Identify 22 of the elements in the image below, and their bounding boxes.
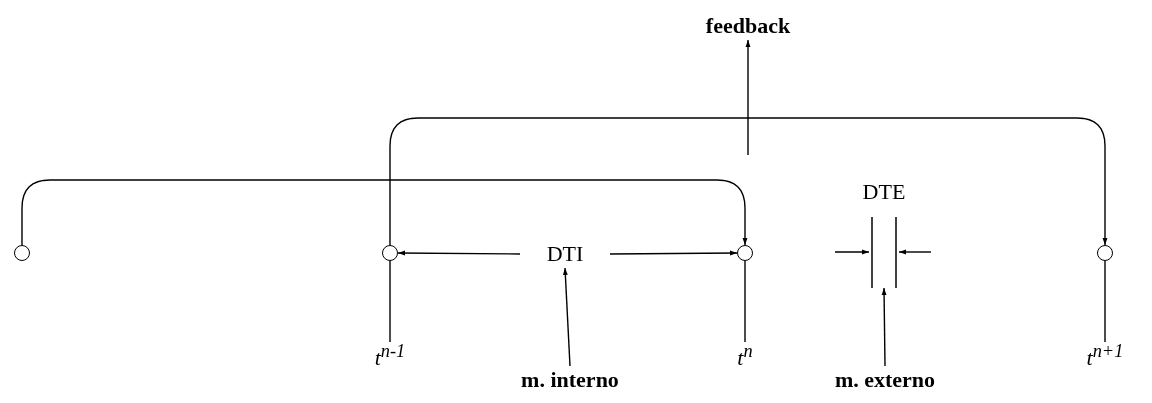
connector-line xyxy=(389,260,391,343)
arrow xyxy=(389,117,1108,246)
time-point-circle xyxy=(1097,245,1113,261)
time-point-circle xyxy=(382,245,398,261)
term-label: DTI xyxy=(546,243,584,265)
arrow xyxy=(609,250,738,256)
time-label: t$^{n}$ xyxy=(737,342,753,370)
term-label: DTE xyxy=(862,181,906,203)
connector-line xyxy=(744,260,746,343)
arrow xyxy=(881,287,887,367)
arrow xyxy=(397,250,521,256)
connector-line xyxy=(1104,260,1106,343)
arrow xyxy=(21,179,748,246)
time-point-circle xyxy=(14,245,30,261)
arrow xyxy=(562,267,571,367)
time-point-circle xyxy=(737,245,753,261)
feedback-label: feedback xyxy=(705,15,791,37)
time-label: t$^{n+1}$ xyxy=(1086,342,1124,370)
time-label: t$^{n-1}$ xyxy=(374,342,406,370)
term-label: m. externo xyxy=(834,369,936,391)
arrow xyxy=(745,39,751,156)
term-label: m. interno xyxy=(521,369,619,391)
